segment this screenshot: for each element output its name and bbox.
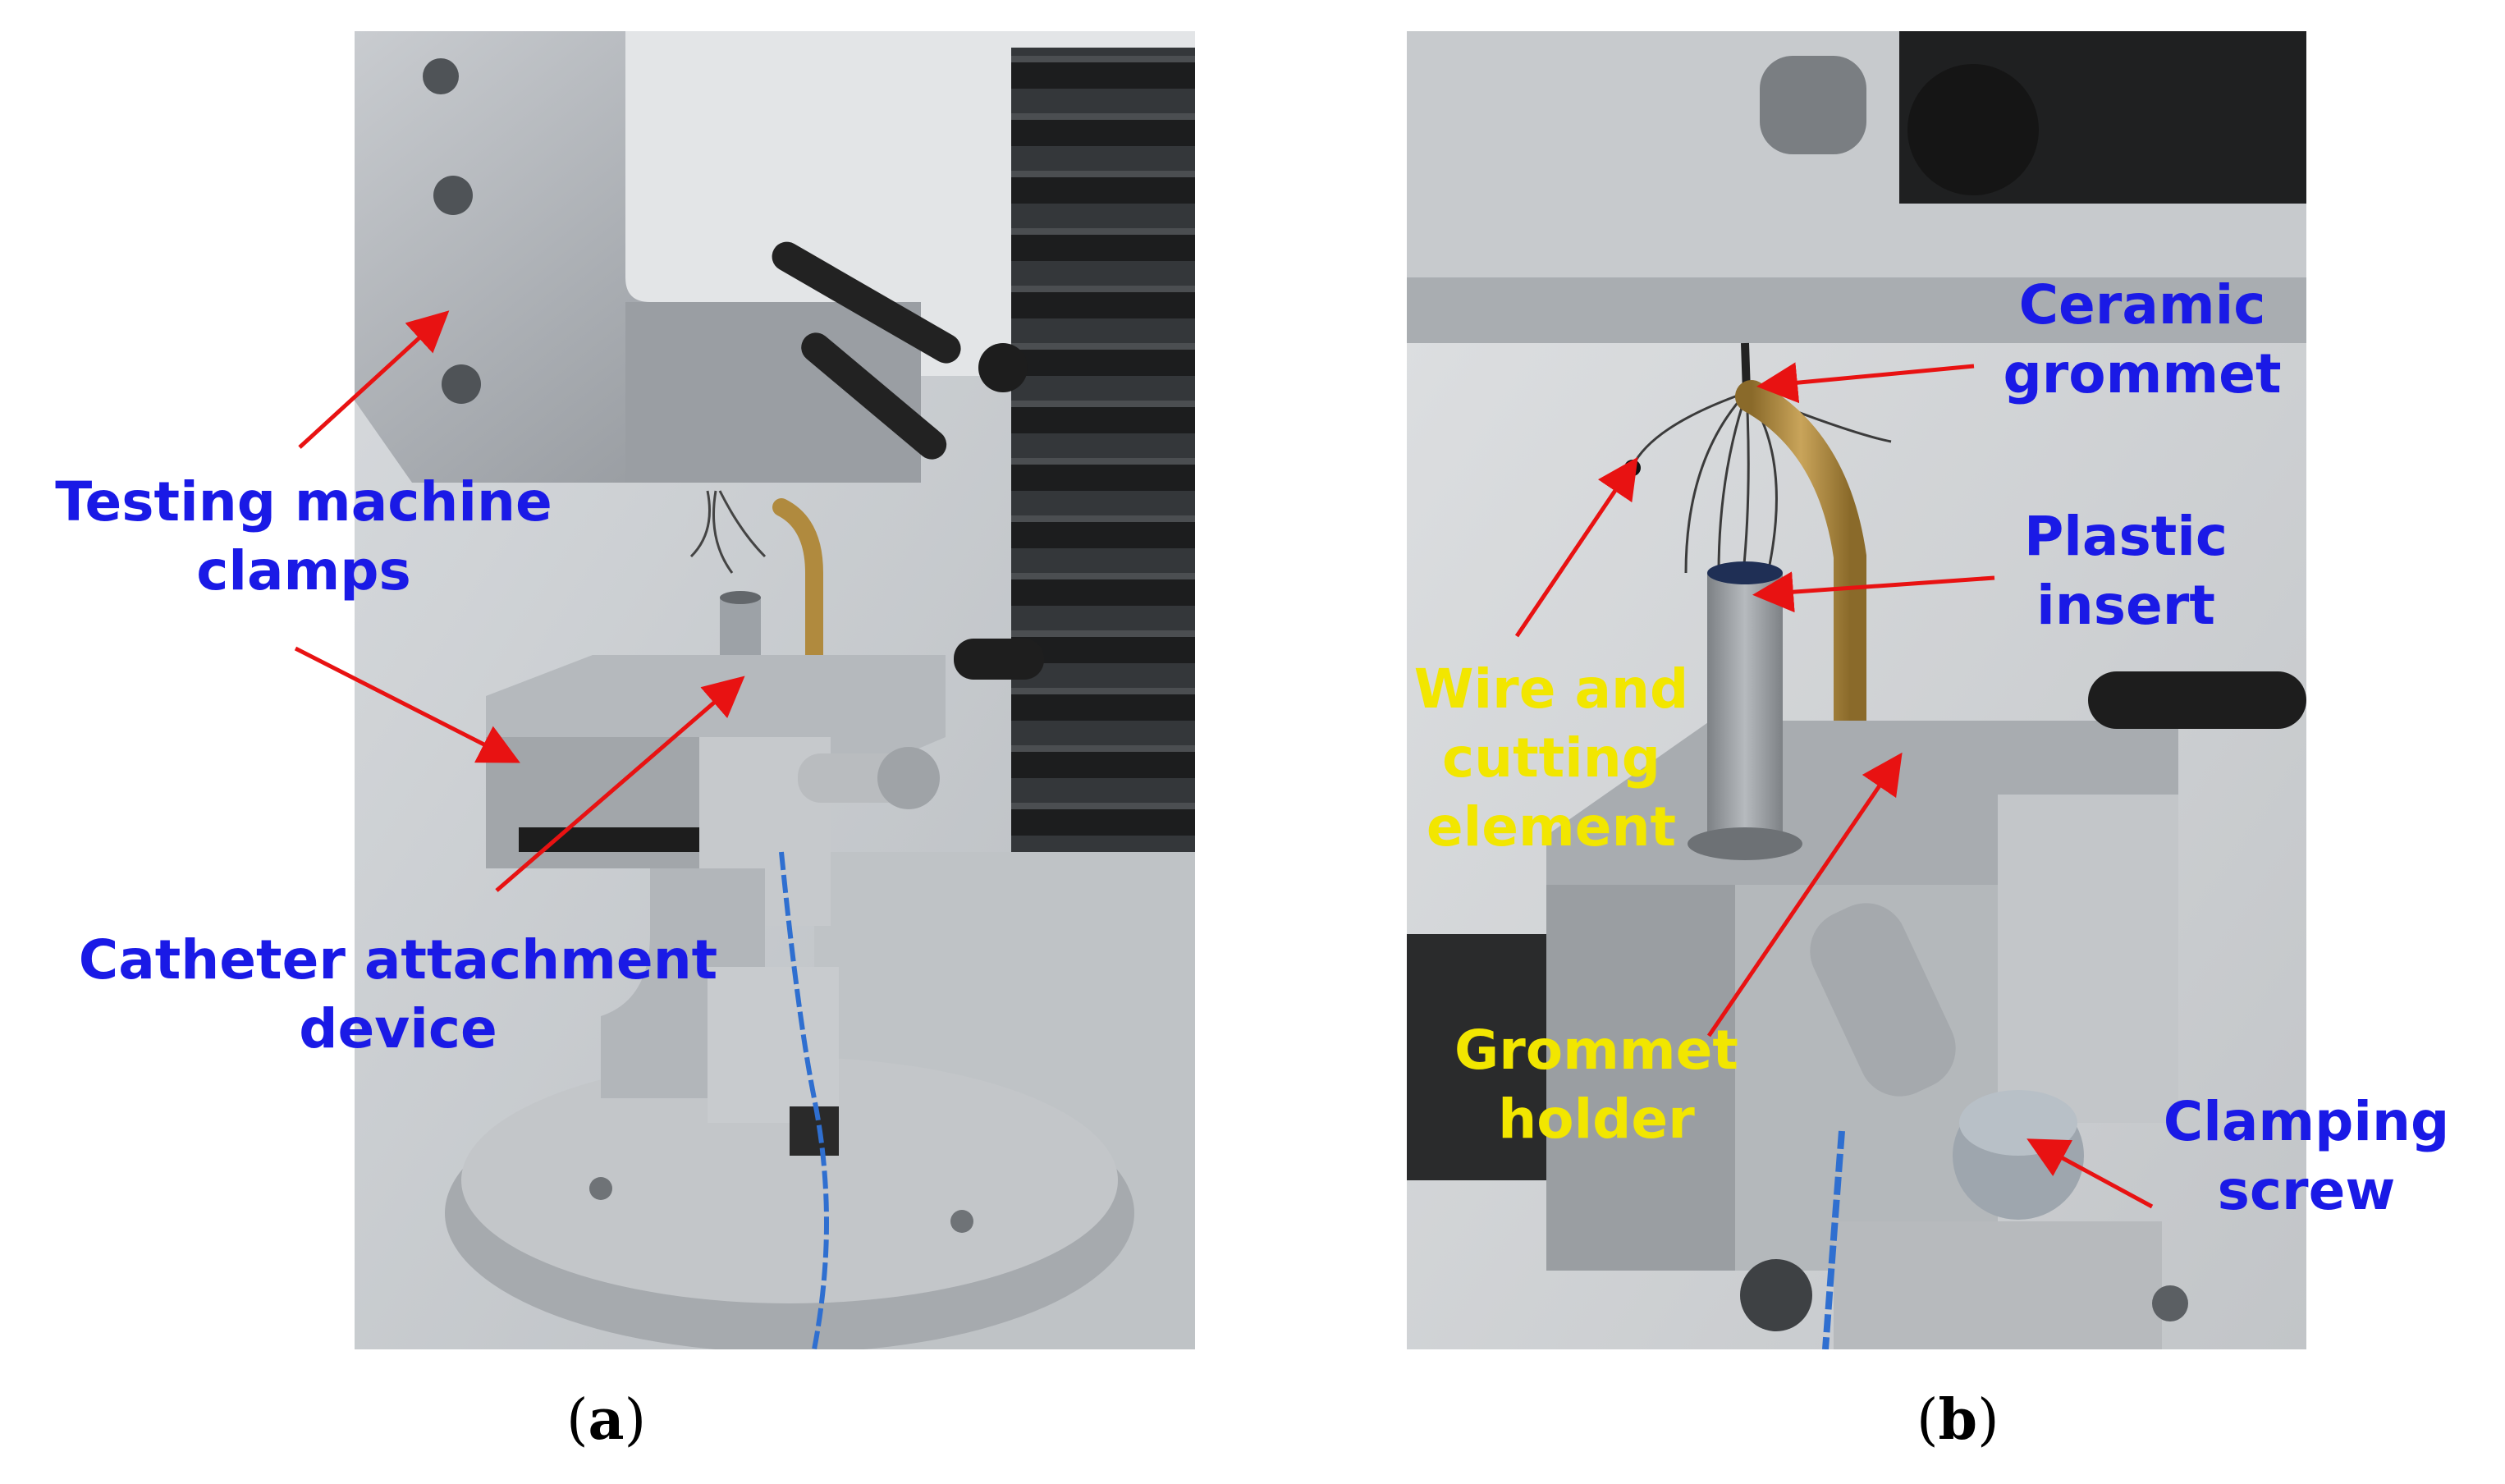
arrow-clamping-screw [2026,1138,2154,1209]
arrow-testing-clamps [298,310,450,449]
photo-b-illustration [1407,31,2306,1349]
photo-panel-a [355,31,1195,1349]
label-ceramic-line2: grommet [2003,342,2282,405]
arrow-wire-element [1514,456,1638,638]
label-wire-line1: Wire and [1413,657,1689,721]
arrow-clamps-block [294,646,520,763]
label-testing-line2: clamps [196,539,411,602]
label-catheter-attachment-device: Catheter attachment device [57,926,739,1064]
label-wire-line2: cutting [1441,726,1661,790]
photo-panel-b [1407,31,2306,1349]
label-wire-line3: element [1426,795,1677,859]
caption-b-letter: b [1938,1387,1978,1453]
caption-panel-b: (b) [1917,1387,1999,1453]
label-ceramic-grommet: Ceramic grommet [1986,271,2298,409]
label-plastic-line2: insert [2036,574,2215,637]
label-ceramic-line1: Ceramic [2018,273,2266,337]
label-clamping-line2: screw [2217,1159,2396,1222]
arrow-grommet-holder [1706,752,1903,1037]
label-plastic-line1: Plastic [2023,505,2228,568]
label-grommet-line1: Grommet [1454,1019,1738,1082]
arrow-plastic-insert [1752,571,1995,613]
label-testing-machine-clamps: Testing machine clamps [41,468,566,606]
caption-panel-a: (a) [566,1387,647,1453]
label-clamping-line1: Clamping [2163,1090,2450,1153]
label-grommet-holder: Grommet holder [1432,1016,1761,1154]
label-catheter-line1: Catheter attachment [78,928,718,992]
label-grommet-line2: holder [1498,1088,1695,1151]
label-plastic-insert: Plastic insert [1986,502,2265,640]
label-catheter-line2: device [299,997,497,1060]
label-testing-line1: Testing machine [55,470,552,534]
photo-a-illustration [355,31,1195,1349]
arrow-catheter-device [495,676,745,892]
caption-a-letter: a [588,1387,625,1453]
label-clamping-screw: Clamping screw [2142,1088,2471,1225]
label-wire-cutting-element: Wire and cutting element [1395,655,1707,862]
arrow-ceramic-grommet [1756,362,1975,404]
